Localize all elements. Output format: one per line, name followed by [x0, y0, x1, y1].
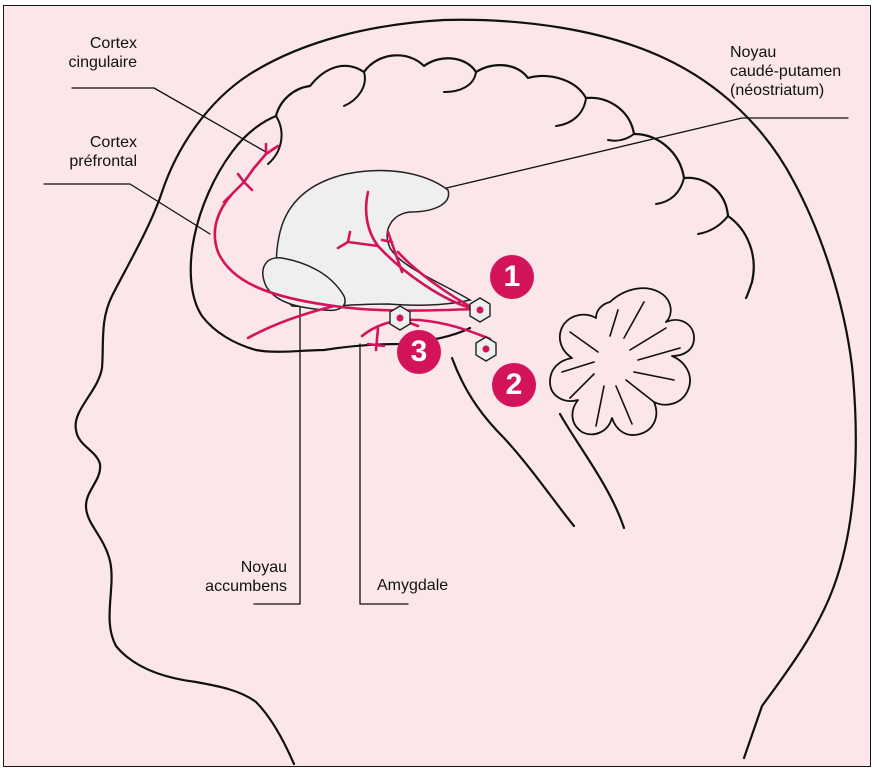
brain-diagram	[4, 6, 871, 767]
label-noyau-accumbens: Noyau accumbens	[205, 558, 287, 596]
neuron-group-2	[476, 337, 496, 361]
marker-2: 2	[492, 363, 536, 407]
label-noyau-caude-putamen: Noyau caudé-putamen (néostriatum)	[730, 43, 841, 100]
leader-line-cortex-prefrontal	[44, 184, 210, 234]
neuron-group-1	[470, 298, 490, 322]
leader-line-noyau-caude-putamen	[438, 118, 848, 190]
head-outline	[76, 20, 856, 764]
label-cortex-prefrontal: Cortex préfrontal	[69, 133, 137, 171]
label-cortex-cingulaire: Cortex cingulaire	[69, 34, 137, 72]
brainstem-outline	[452, 358, 624, 528]
label-amygdale: Amygdale	[377, 576, 448, 595]
figure-panel: Cortex cingulaire Cortex préfrontal Noya…	[3, 5, 871, 767]
cerebellum-outline	[550, 288, 694, 435]
leader-line-amygdale	[360, 344, 408, 604]
neuron-group-3	[390, 306, 410, 330]
marker-3: 3	[397, 330, 441, 374]
marker-1: 1	[490, 255, 534, 299]
